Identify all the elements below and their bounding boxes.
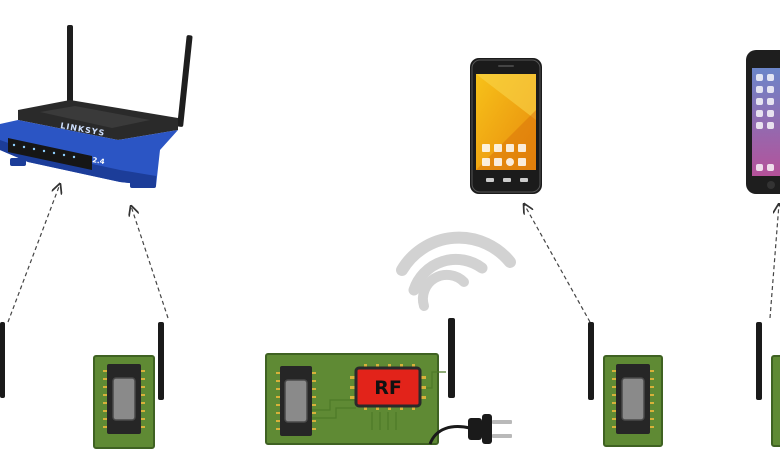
connection-arrows [7,184,779,323]
antenna-icon [158,322,164,400]
antenna-icon [0,322,5,398]
rf-chip-label: RF [374,377,402,399]
gateway-board: RF [265,318,512,445]
iphone-icon [746,50,780,194]
router-band-label: 2.4 [92,156,106,166]
antenna-icon [588,322,594,400]
mcu-chip-icon [612,364,654,434]
arrow-node4-to-iphone [769,204,779,319]
antenna-icon [756,322,762,400]
mcu-chip-icon [276,366,316,436]
arrow-left-node-to-router [7,184,60,323]
sensor-node-1 [93,322,164,449]
rf-module: RF [350,364,426,410]
arrow-node3-to-android [524,204,591,323]
antenna-icon [448,318,455,398]
wireless-signal-icon [396,231,516,311]
sensor-node-4-partial [756,322,780,447]
router-icon: LINKSYS 2.4 [0,25,193,188]
sensor-node-3 [588,322,663,447]
router-antenna-left [67,25,73,107]
router-antenna-right [177,35,193,127]
mcu-chip-icon [103,364,145,434]
android-phone-icon [470,58,542,194]
arrow-node1-to-router [131,206,169,319]
sensor-node-left-partial [0,322,5,398]
power-plug-icon [428,414,512,445]
